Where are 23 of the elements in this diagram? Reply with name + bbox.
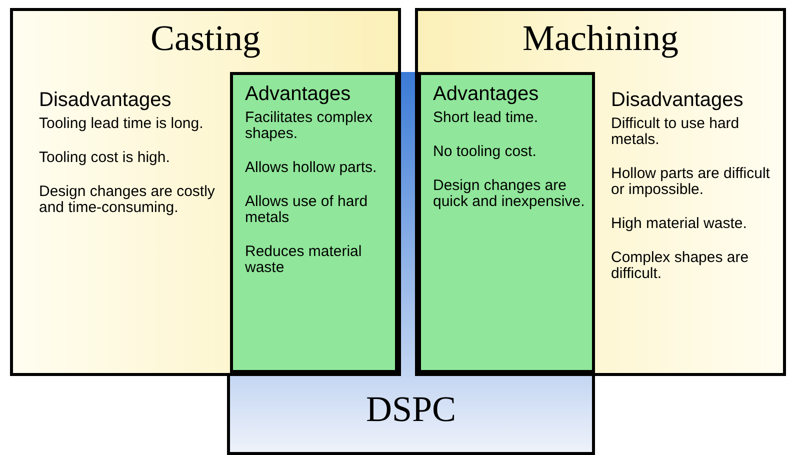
list-item: Tooling lead time is long. [39, 116, 204, 132]
list-item: Tooling cost is high. [39, 150, 171, 166]
list-item: Complex shapes are difficult. [611, 250, 750, 282]
column-heading: Advantages [245, 83, 352, 106]
list-item: Allows use of hard metals [245, 194, 369, 226]
list-item: High material waste. [611, 216, 748, 232]
advantages-panel [418, 72, 595, 373]
panel-title: DSPC [364, 388, 458, 430]
panel-title: Machining [522, 17, 680, 59]
list-item: Allows hollow parts. [245, 160, 378, 176]
list-item: No tooling cost. [433, 144, 538, 160]
list-item: Facilitates complex shapes. [245, 110, 374, 142]
column-heading: Advantages [433, 83, 540, 106]
column-heading: Disadvantages [611, 89, 744, 112]
list-item: Reduces material waste [245, 244, 363, 276]
list-item: Short lead time. [433, 110, 540, 126]
panel-title: Casting [149, 17, 262, 59]
list-item: Design changes are costly and time-consuming. [39, 184, 216, 216]
column-heading: Disadvantages [39, 89, 172, 112]
list-item: Difficult to use hard metals. [611, 116, 740, 148]
list-item: Hollow parts are difficult or impossible. [611, 166, 771, 198]
list-item: Design changes are quick and inexpensive. [433, 178, 586, 210]
advantages-panel [230, 72, 398, 373]
